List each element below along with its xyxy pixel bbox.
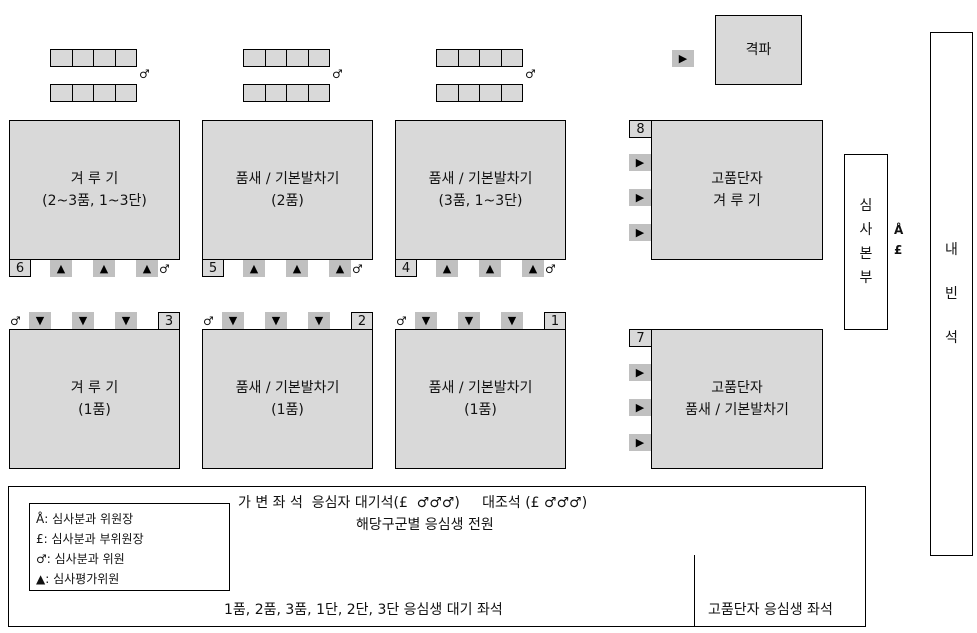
court-subtitle: (1품): [78, 402, 111, 418]
member-icon: ♂: [396, 314, 407, 328]
court-number: 7: [629, 329, 652, 347]
member-icon: ♂: [525, 67, 536, 81]
evaluator-up-icon: ▲: [286, 260, 308, 277]
hq-char: 본: [859, 246, 873, 262]
legend-item: £: 심사분과 부위원장: [36, 532, 144, 546]
court-number: 6: [9, 259, 31, 277]
evaluator-up-icon: ▲: [93, 260, 115, 277]
court-title: 겨 루 기: [70, 171, 119, 187]
court-title: 품새 / 기본발차기: [428, 171, 533, 187]
evaluator-right-icon: ▶: [629, 189, 651, 206]
court-4: 품새 / 기본발차기 (3품, 1~3단): [395, 120, 566, 260]
legend-item: ♂: 심사분과 위원: [36, 552, 125, 566]
seat-row: [436, 49, 523, 67]
evaluator-right-icon: ▶: [629, 434, 651, 451]
evaluator-up-icon: ▲: [243, 260, 265, 277]
legend: Å: 심사분과 위원장 £: 심사분과 부위원장 ♂: 심사분과 위원 ▲: 심…: [29, 503, 230, 591]
vip-char: 내: [945, 242, 958, 258]
seat-row: [50, 84, 137, 102]
court-1: 품새 / 기본발차기 (1품): [395, 329, 566, 469]
evaluator-right-icon: ▶: [629, 154, 651, 171]
seat-row: [436, 84, 523, 102]
member-icon: ♂: [332, 67, 343, 81]
evaluator-up-icon: ▲: [522, 260, 544, 277]
member-icon: ♂: [545, 262, 556, 276]
divider: [694, 555, 695, 627]
evaluator-down-icon: ▼: [29, 312, 51, 329]
court-title: 품새 / 기본발차기: [235, 171, 340, 187]
high-rank-waiting-label: 고품단자 응심생 좌석: [708, 602, 833, 618]
hq-char: 사: [859, 222, 873, 238]
court-number: 3: [158, 312, 180, 330]
vip-char: 빈: [945, 286, 958, 302]
court-subtitle: (1품): [464, 402, 497, 418]
evaluator-right-icon: ▶: [629, 224, 651, 241]
legend-item: ▲: 심사평가위원: [36, 572, 120, 586]
court-title: 겨 루 기: [70, 380, 119, 396]
evaluator-down-icon: ▼: [458, 312, 480, 329]
court-title: 품새 / 기본발차기: [428, 380, 533, 396]
evaluator-down-icon: ▼: [222, 312, 244, 329]
member-icon: ♂: [352, 262, 363, 276]
legend-item: Å: 심사분과 위원장: [36, 512, 134, 526]
court-number: 5: [202, 259, 224, 277]
court-title: 고품단자: [711, 171, 763, 187]
court-number: 8: [629, 120, 652, 138]
vip-char: 석: [945, 330, 958, 346]
court-number: 1: [544, 312, 566, 330]
gyeokpa-area: 격파: [715, 15, 802, 85]
evaluator-down-icon: ▼: [115, 312, 137, 329]
hq-char: 부: [859, 270, 873, 286]
member-icon: ♂: [10, 314, 21, 328]
evaluator-right-icon: ▶: [629, 399, 651, 416]
evaluator-right-icon: ▶: [672, 50, 694, 67]
court-subtitle: (2품): [271, 193, 304, 209]
court-subtitle: (1품): [271, 402, 304, 418]
court-subtitle: 겨 루 기: [713, 193, 761, 209]
evaluator-up-icon: ▲: [136, 260, 158, 277]
evaluator-down-icon: ▼: [415, 312, 437, 329]
gyeokpa-label: 격파: [745, 42, 772, 58]
seat-row: [243, 49, 330, 67]
waiting-line1: 가 변 좌 석 응심자 대기석(£ ♂♂♂) 대조석 (£ ♂♂♂): [238, 495, 588, 511]
seat-row: [243, 84, 330, 102]
evaluator-down-icon: ▼: [72, 312, 94, 329]
seat-row: [50, 49, 137, 67]
court-5: 품새 / 기본발차기 (2품): [202, 120, 373, 260]
court-number: 4: [395, 259, 417, 277]
court-2: 품새 / 기본발차기 (1품): [202, 329, 373, 469]
evaluator-down-icon: ▼: [308, 312, 330, 329]
evaluator-down-icon: ▼: [265, 312, 287, 329]
court-subtitle: 품새 / 기본발차기: [685, 402, 789, 418]
court-title: 고품단자: [711, 380, 763, 396]
member-icon: ♂: [139, 67, 150, 81]
court-3: 겨 루 기 (1품): [9, 329, 180, 469]
court-6: 겨 루 기 (2~3품, 1~3단): [9, 120, 180, 260]
court-title: 품새 / 기본발차기: [235, 380, 340, 396]
evaluator-up-icon: ▲: [479, 260, 501, 277]
evaluator-right-icon: ▶: [629, 364, 651, 381]
court-number: 2: [351, 312, 373, 330]
chair-icon: Å: [894, 223, 904, 237]
court-subtitle: (3품, 1~3단): [438, 193, 523, 209]
court-subtitle: (2~3품, 1~3단): [42, 193, 147, 209]
hq-char: 심: [859, 198, 873, 214]
vice-chair-icon: £: [894, 243, 903, 257]
member-icon: ♂: [203, 314, 214, 328]
evaluator-up-icon: ▲: [436, 260, 458, 277]
waiting-line2: 해당구군별 응심생 전원: [356, 517, 494, 533]
evaluator-up-icon: ▲: [329, 260, 351, 277]
evaluator-down-icon: ▼: [501, 312, 523, 329]
general-waiting-label: 1품, 2품, 3품, 1단, 2단, 3단 응심생 대기 좌석: [224, 602, 503, 618]
member-icon: ♂: [159, 262, 170, 276]
evaluator-up-icon: ▲: [50, 260, 72, 277]
